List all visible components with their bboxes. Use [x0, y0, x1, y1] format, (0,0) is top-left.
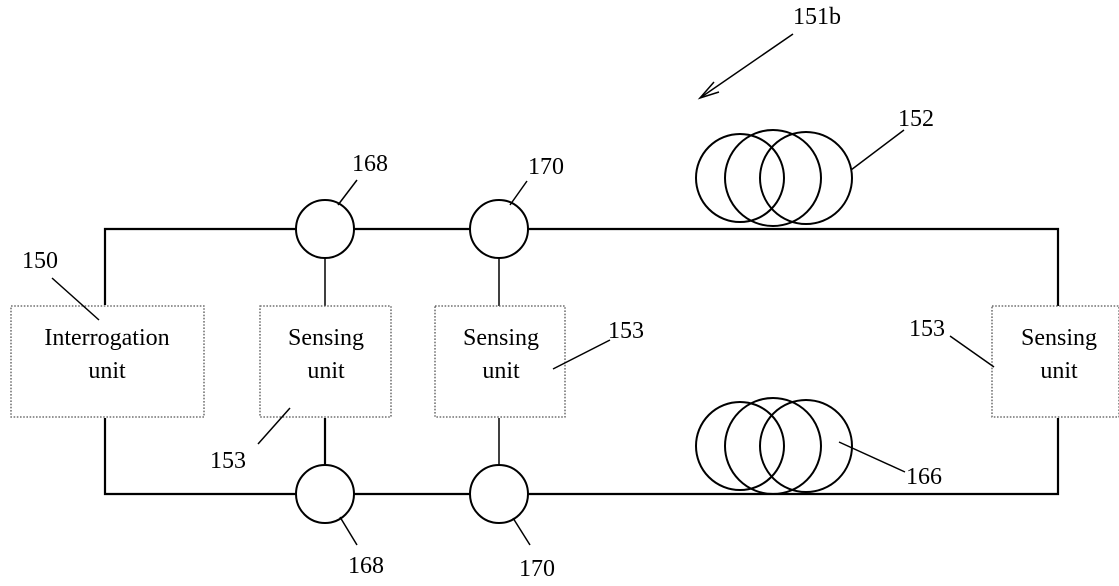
- sensing-unit-2-box: [434, 305, 566, 418]
- ref-sensing-unit-3-153: 153: [909, 316, 945, 342]
- sensing-unit-1-label-2: unit: [307, 358, 345, 384]
- optical-path: [103, 227, 1060, 496]
- sensing-unit-3-box: [991, 305, 1119, 418]
- ref-coupler-170-top: 170: [528, 154, 564, 180]
- ref-coupler-170-bottom: 170: [519, 556, 555, 582]
- coupler-170-top: [469, 199, 529, 259]
- ref-coil-152: 152: [898, 106, 934, 132]
- leader-lines: [51, 33, 995, 546]
- coupler-168-bottom: [295, 464, 355, 524]
- ref-interrogation-150: 150: [22, 248, 58, 274]
- sensing-unit-2-label-2: unit: [482, 358, 520, 384]
- interrogation-unit-label-2: unit: [88, 358, 126, 384]
- sensing-unit-1-label-1: Sensing: [288, 325, 364, 351]
- sensing-unit-3-label-1: Sensing: [1021, 325, 1097, 351]
- coupler-168-top: [295, 199, 355, 259]
- ref-coupler-168-top: 168: [352, 151, 388, 177]
- ref-sensing-unit-2-153: 153: [608, 318, 644, 344]
- fiber-coil-top: [695, 129, 853, 227]
- sensing-unit-2-label-1: Sensing: [463, 325, 539, 351]
- interrogation-unit-box: [10, 305, 205, 418]
- sensing-unit-1-box: [259, 305, 392, 418]
- fiber-coil-bottom: [695, 397, 853, 495]
- ref-coupler-168-bottom: 168: [348, 553, 384, 579]
- ref-coil-166: 166: [906, 464, 942, 490]
- sensing-unit-3-label-2: unit: [1040, 358, 1078, 384]
- interrogation-unit-label-1: Interrogation: [44, 325, 169, 351]
- ref-sensing-unit-1-153: 153: [210, 448, 246, 474]
- coupler-170-bottom: [469, 464, 529, 524]
- ref-system-151b: 151b: [793, 4, 841, 30]
